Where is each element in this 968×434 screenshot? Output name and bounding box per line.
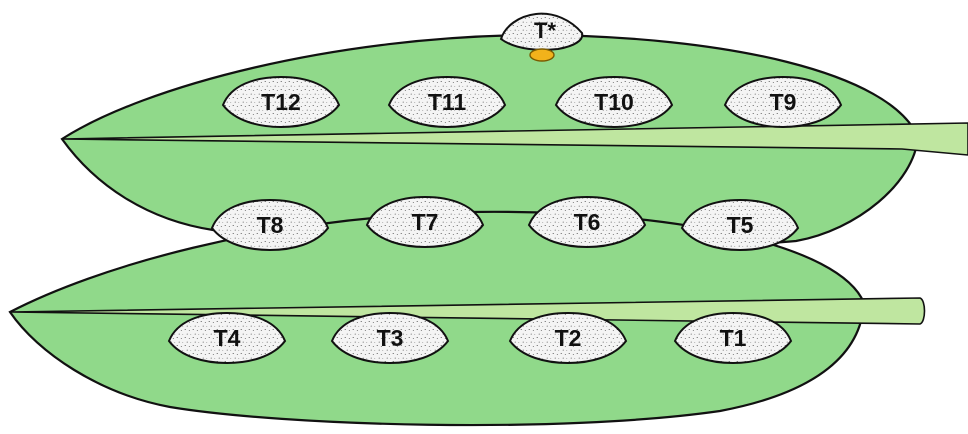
spot-shape-t7	[365, 195, 485, 249]
spot-label-t7: T7	[412, 209, 439, 235]
spot-label-t6: T6	[574, 209, 601, 235]
spot-t10: T10	[554, 75, 674, 129]
spot-label-t12: T12	[261, 89, 301, 115]
spot-shape-t2	[508, 311, 628, 365]
spot-t4: T4	[167, 311, 287, 365]
spot-shape-t12	[221, 75, 341, 129]
spot-t2: T2	[508, 311, 628, 365]
spot-shape-t5	[680, 198, 800, 252]
upper-leaf-spots: T12 T11 T10 T9	[221, 75, 843, 129]
t-star-group: T*	[499, 12, 584, 62]
spot-shape-t3	[330, 311, 450, 365]
spot-label-t1: T1	[720, 325, 747, 351]
spot-label-t11: T11	[428, 89, 467, 115]
spot-shape-t4	[167, 311, 287, 365]
spot-shape-t9	[723, 75, 843, 129]
spot-t3: T3	[330, 311, 450, 365]
spot-t7: T7	[365, 195, 485, 249]
spot-t12: T12	[221, 75, 341, 129]
upper-leaf-midrib	[61, 122, 968, 156]
spot-shape-t11	[387, 75, 507, 129]
spot-shape-t8	[210, 198, 330, 252]
spot-label-t4: T4	[214, 325, 241, 351]
spot-t9: T9	[723, 75, 843, 129]
t-star-label: T*	[534, 18, 556, 43]
spot-t1: T1	[673, 311, 793, 365]
spot-t5: T5	[680, 198, 800, 252]
spot-label-t3: T3	[377, 325, 404, 351]
spot-label-t2: T2	[555, 325, 582, 351]
spot-label-t8: T8	[257, 212, 284, 238]
spot-label-t10: T10	[594, 89, 634, 115]
spot-t11: T11	[387, 75, 507, 129]
spot-shape-t10	[554, 75, 674, 129]
spot-label-t9: T9	[770, 89, 797, 115]
spot-t6: T6	[527, 195, 647, 249]
spot-t8: T8	[210, 198, 330, 252]
spot-shape-t6	[527, 195, 647, 249]
lower-leaf-midrib	[9, 297, 926, 325]
spot-shape-t1	[673, 311, 793, 365]
marker-dot	[529, 48, 555, 62]
spot-label-t5: T5	[727, 212, 754, 238]
upper-leaf: T12 T11 T10 T9	[60, 33, 968, 247]
